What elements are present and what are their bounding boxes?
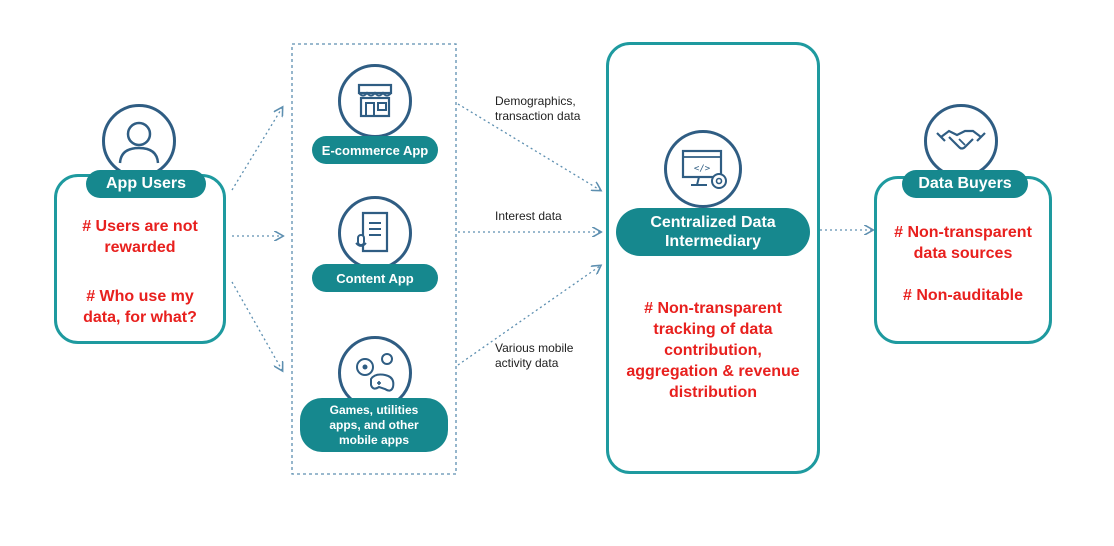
apps-container <box>291 43 457 475</box>
intermediary-note: # Non-transparent tracking of data contr… <box>626 300 800 401</box>
ecommerce-app-label: E-commerce App <box>312 136 438 164</box>
data-buyers-note-auditable: # Non-auditable <box>902 287 1023 304</box>
flow-label-demographics: Demographics,transaction data <box>495 94 581 123</box>
arrow-users-to-games <box>231 281 282 370</box>
content-app-label: Content App <box>312 264 438 292</box>
svg-text:</>: </> <box>694 164 711 174</box>
document-icon <box>338 196 412 270</box>
arrow-users-to-ecommerce <box>231 108 282 191</box>
data-buyers-title: Data Buyers <box>902 170 1028 198</box>
data-buyers-box <box>874 176 1052 344</box>
intermediary-box <box>606 42 820 474</box>
handshake-icon <box>924 104 998 178</box>
flow-label-interest: Interest data <box>495 209 562 223</box>
app-users-title: App Users <box>86 170 206 198</box>
user-icon <box>102 104 176 178</box>
store-icon <box>338 64 412 138</box>
app-users-box <box>54 174 226 344</box>
computer-icon: </> <box>664 130 742 208</box>
arrow-games-to-intermediary <box>457 266 600 366</box>
